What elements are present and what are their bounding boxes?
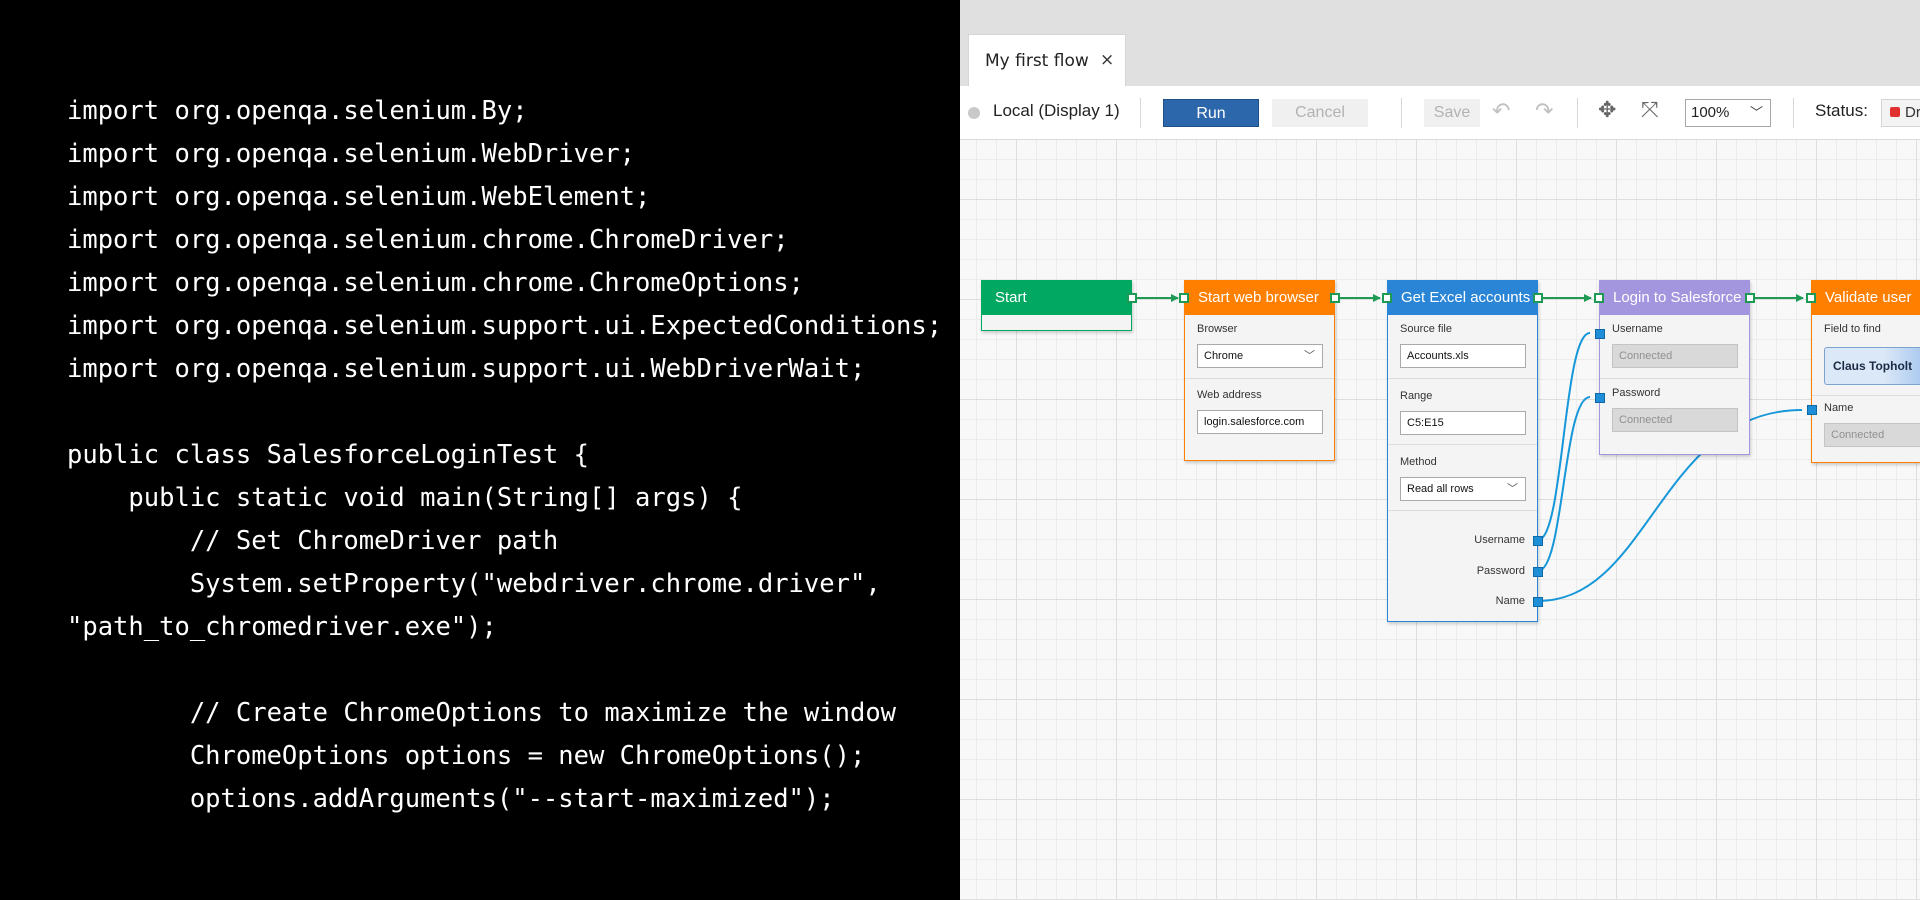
flow-designer: My first flow × Local (Display 1) Run Ca… (960, 0, 1920, 900)
redo-icon[interactable]: ↷ (1535, 98, 1554, 123)
field-divider (1388, 378, 1537, 379)
field-label: Browser (1197, 323, 1238, 335)
toolbar-divider (1577, 98, 1578, 128)
control-out-port[interactable] (1745, 293, 1755, 303)
tab-title: My first flow (985, 51, 1089, 71)
control-in-port[interactable] (1179, 293, 1189, 303)
node-body (982, 315, 1131, 330)
username-field: Connected (1612, 344, 1738, 368)
web-address-input[interactable]: login.salesforce.com (1197, 410, 1323, 434)
password-in-port[interactable] (1595, 393, 1605, 403)
chevron-down-icon: ﹀ (1749, 105, 1763, 120)
field-label: Username (1612, 323, 1663, 335)
node-validate-user[interactable]: Validate user Field to find Claus Tophol… (1806, 280, 1920, 463)
node-title: Login to Salesforce (1600, 281, 1749, 315)
method-select[interactable]: Read all rows ﹀ (1400, 477, 1526, 501)
field-label: Field to find (1824, 323, 1881, 335)
fit-to-screen-icon[interactable]: ⤧ (1641, 97, 1659, 122)
field-label: Name (1824, 402, 1854, 414)
chevron-down-icon: ﹀ (1304, 350, 1315, 362)
zoom-select[interactable]: 100% ﹀ (1685, 99, 1771, 127)
password-field: Connected (1612, 408, 1738, 432)
control-out-port[interactable] (1533, 293, 1543, 303)
robot-selector[interactable]: Local (Display 1) (993, 101, 1120, 120)
field-label: Password (1612, 387, 1661, 399)
control-in-port[interactable] (1806, 293, 1816, 303)
node-body: Field to find Claus Topholt Name Connect… (1812, 315, 1920, 462)
browser-select[interactable]: Chrome ﹀ (1197, 344, 1323, 368)
run-button[interactable]: Run (1163, 99, 1259, 127)
status-value: Dr (1905, 104, 1920, 121)
status-label: Status: (1815, 101, 1868, 120)
range-input[interactable]: C5:E15 (1400, 411, 1526, 435)
toolbar: Local (Display 1) Run Cancel Save ↶ ↷ ✥ … (960, 86, 1920, 140)
flow-canvas[interactable]: Start Start web browser Browser Chrome ﹀… (960, 140, 1920, 900)
field-divider (1388, 444, 1537, 445)
field-label: Range (1400, 390, 1433, 402)
cancel-button[interactable]: Cancel (1272, 99, 1368, 127)
control-in-port[interactable] (1382, 293, 1392, 303)
node-login-to-salesforce[interactable]: Login to Salesforce Username Connected P… (1594, 280, 1755, 455)
zoom-value: 100% (1691, 104, 1730, 121)
node-title: Validate user (1812, 281, 1920, 315)
node-start-web-browser[interactable]: Start web browser Browser Chrome ﹀ Web a… (1179, 280, 1340, 461)
tab-my-first-flow[interactable]: My first flow × (968, 34, 1126, 86)
status-badge: Dr (1881, 99, 1920, 127)
move-icon[interactable]: ✥ (1598, 97, 1617, 122)
method-value: Read all rows (1407, 483, 1474, 495)
username-out-port[interactable] (1533, 536, 1543, 546)
field-divider (1388, 510, 1537, 511)
data-link-password (1537, 396, 1591, 572)
robot-status-dot (968, 107, 980, 119)
output-label-password: Password (1476, 565, 1525, 577)
node-title: Get Excel accounts (1388, 281, 1537, 315)
source-file-input[interactable]: Accounts.xls (1400, 344, 1526, 368)
undo-icon[interactable]: ↶ (1492, 98, 1511, 123)
name-field: Connected (1824, 423, 1920, 447)
field-divider (1812, 395, 1920, 396)
field-label: Method (1400, 456, 1437, 468)
name-out-port[interactable] (1533, 597, 1543, 607)
browser-value: Chrome (1204, 350, 1244, 362)
field-label: Source file (1400, 323, 1452, 335)
output-label-username: Username (1474, 534, 1525, 546)
control-out-port[interactable] (1330, 293, 1340, 303)
output-label-name: Name (1495, 595, 1525, 607)
code-panel: import org.openqa.selenium.By; import or… (67, 96, 943, 814)
name-in-port[interactable] (1807, 405, 1817, 415)
java-code-listing: import org.openqa.selenium.By; import or… (67, 96, 943, 814)
tab-strip: My first flow × (960, 0, 1920, 86)
toolbar-divider (1140, 98, 1141, 128)
chevron-down-icon: ﹀ (1507, 483, 1518, 495)
close-icon[interactable]: × (1100, 50, 1115, 70)
node-body: Username Connected Password Connected (1600, 315, 1749, 454)
data-link-username (1537, 332, 1591, 541)
toolbar-divider (1793, 98, 1794, 128)
field-divider (1600, 378, 1749, 379)
node-title: Start web browser (1185, 281, 1334, 315)
status-indicator-icon (1890, 107, 1900, 117)
node-get-excel-accounts[interactable]: Get Excel accounts Source file Accounts.… (1382, 280, 1543, 622)
control-in-port[interactable] (1594, 293, 1604, 303)
field-label: Web address (1197, 389, 1262, 401)
username-in-port[interactable] (1595, 329, 1605, 339)
node-body: Source file Accounts.xls Range C5:E15 Me… (1388, 315, 1537, 621)
field-to-find-value[interactable]: Claus Topholt (1824, 347, 1920, 385)
control-out-port[interactable] (1127, 293, 1137, 303)
field-divider (1185, 378, 1334, 379)
toolbar-divider (1401, 98, 1402, 128)
node-start[interactable]: Start (981, 280, 1137, 331)
save-button[interactable]: Save (1424, 99, 1480, 127)
node-title: Start (982, 281, 1131, 315)
node-body: Browser Chrome ﹀ Web address login.sales… (1185, 315, 1334, 460)
password-out-port[interactable] (1533, 567, 1543, 577)
